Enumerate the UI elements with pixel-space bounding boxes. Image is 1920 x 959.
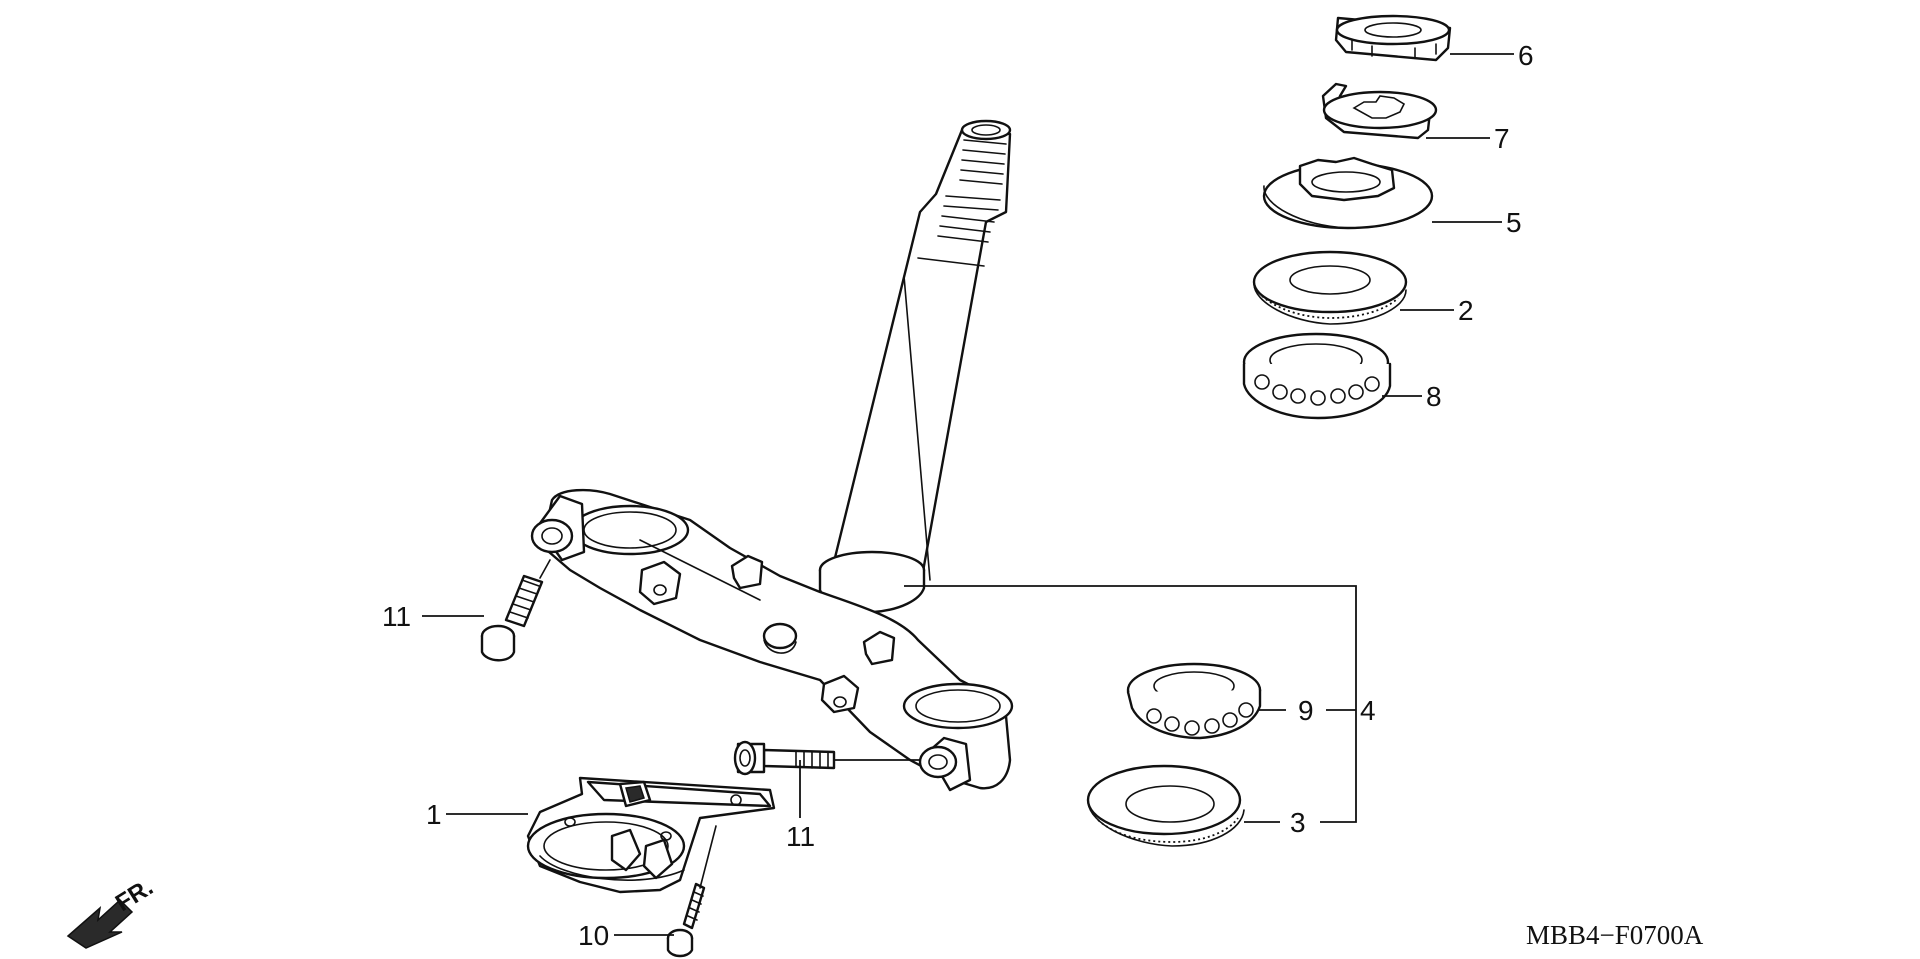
- callout-1: 1: [426, 799, 442, 830]
- leader-lines: [422, 53, 1514, 936]
- callout-9: 9: [1298, 695, 1314, 726]
- part-7-lock-washer: [1321, 82, 1438, 140]
- callout-6: 6: [1518, 40, 1534, 71]
- callout-8: 8: [1426, 381, 1442, 412]
- callout-4: 4: [1360, 695, 1376, 726]
- part-2-inner-race: [1252, 250, 1408, 325]
- callout-5: 5: [1506, 207, 1522, 238]
- callout-2: 2: [1458, 295, 1474, 326]
- lower-triple-clamp: [530, 488, 1014, 792]
- part-11-bolt-lower: [733, 740, 836, 776]
- part-6-lock-nut: [1334, 14, 1452, 62]
- part-5-adjust-nut: [1262, 156, 1434, 230]
- callout-11-lower: 11: [786, 821, 815, 852]
- front-direction-indicator: FR.: [66, 874, 158, 949]
- part-9-lower-bearing: [1126, 662, 1262, 740]
- diagram-code: MBB4−F0700A: [1526, 920, 1704, 950]
- callout-7: 7: [1494, 123, 1510, 154]
- part-10-bolt: [666, 825, 717, 958]
- steering-stem: [818, 119, 1012, 614]
- part-1-bracket: [526, 776, 776, 894]
- part-11-bolt-upper: [480, 559, 551, 662]
- part-8-ball-bearing: [1242, 332, 1392, 420]
- front-arrow-icon: [66, 898, 134, 949]
- part-3-dust-seal: [1086, 764, 1245, 847]
- callout-11-upper: 11: [382, 601, 411, 632]
- callout-10: 10: [578, 920, 609, 951]
- callout-labels: 6 7 5 2 8 11 9 4 3 1 11 10: [382, 40, 1534, 951]
- callout-3: 3: [1290, 807, 1306, 838]
